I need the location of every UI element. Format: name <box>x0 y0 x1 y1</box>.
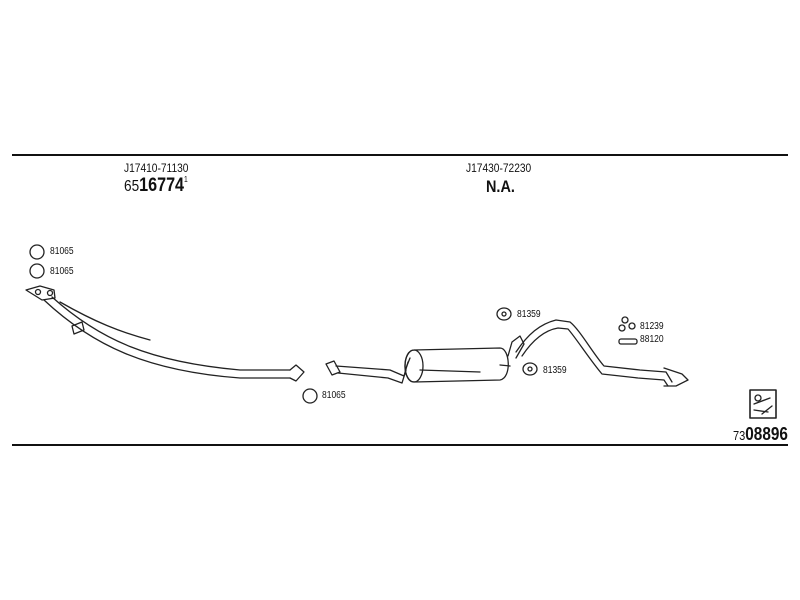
front-pipe-icon <box>25 285 305 382</box>
drawing-ref-prefix: 73 <box>733 428 746 443</box>
mount-label-lower: 81359 <box>543 365 567 376</box>
clamp-icon-second <box>29 263 45 279</box>
oe-number-left: J17410-71130 <box>124 161 189 175</box>
bolt-kit-icon <box>618 316 636 332</box>
oe-number-right: J17430-72230 <box>466 161 532 175</box>
bottom-rule <box>12 444 788 446</box>
drawing-reference: 7308896 <box>733 425 788 443</box>
rubber-mount-icon-upper <box>496 307 512 321</box>
hanger-label: 88120 <box>640 334 664 345</box>
part-main: 16774 <box>139 175 185 196</box>
clamp-label-top: 81065 <box>50 246 74 257</box>
bolt-kit-label: 81239 <box>640 321 664 332</box>
hanger-icon <box>618 338 638 345</box>
rubber-mount-icon-lower <box>522 362 538 376</box>
part-prefix: 65 <box>124 178 140 195</box>
tail-pipe-icon <box>515 319 689 387</box>
mount-label-upper: 81359 <box>517 309 541 320</box>
clamp-icon-mid <box>302 388 318 404</box>
drawing-ref-main: 08896 <box>745 424 788 444</box>
clamp-icon-top <box>29 244 45 260</box>
clamp-label-mid: 81065 <box>322 390 346 401</box>
top-rule <box>12 154 788 156</box>
tools-icon <box>749 389 777 419</box>
part-suffix: 1 <box>184 175 188 184</box>
clamp-label-second: 81065 <box>50 266 74 277</box>
muffler-assembly-icon <box>325 335 525 384</box>
part-status-right: N.A. <box>486 177 515 196</box>
part-number-left: 65167741 <box>124 175 188 196</box>
